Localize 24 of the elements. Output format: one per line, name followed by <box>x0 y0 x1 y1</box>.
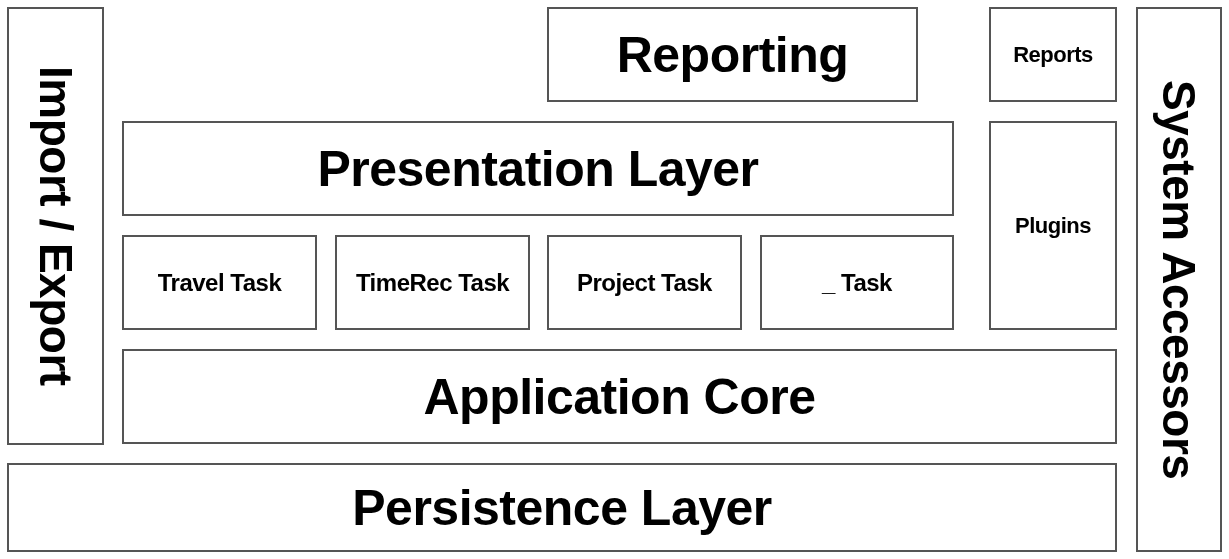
layer-box <box>122 349 1117 444</box>
layer-label: Import / Export <box>28 66 83 386</box>
layer-box <box>989 121 1117 330</box>
layer-box <box>7 463 1117 552</box>
layer-label: Reports <box>1013 41 1093 68</box>
layer-box <box>760 235 954 330</box>
layer-box <box>122 121 954 216</box>
layer-label: Plugins <box>1015 212 1091 239</box>
layer-label: _ Task <box>822 268 892 297</box>
layer-label: TimeRec Task <box>355 268 510 297</box>
layer-box <box>547 7 918 102</box>
layer-label: Persistence Layer <box>352 478 772 537</box>
layer-box <box>1136 7 1222 552</box>
layer-label: System Accessors <box>1152 79 1206 480</box>
layer-label: Travel Task <box>157 268 282 297</box>
layer-box <box>122 235 317 330</box>
layer-box <box>989 7 1117 102</box>
layer-box <box>7 7 104 445</box>
layer-label: Project Task <box>577 268 712 297</box>
layer-label: Application Core <box>423 367 816 426</box>
layer-label: Reporting <box>616 25 849 84</box>
layer-box <box>547 235 742 330</box>
layer-box <box>335 235 530 330</box>
layer-label: Presentation Layer <box>317 139 759 198</box>
